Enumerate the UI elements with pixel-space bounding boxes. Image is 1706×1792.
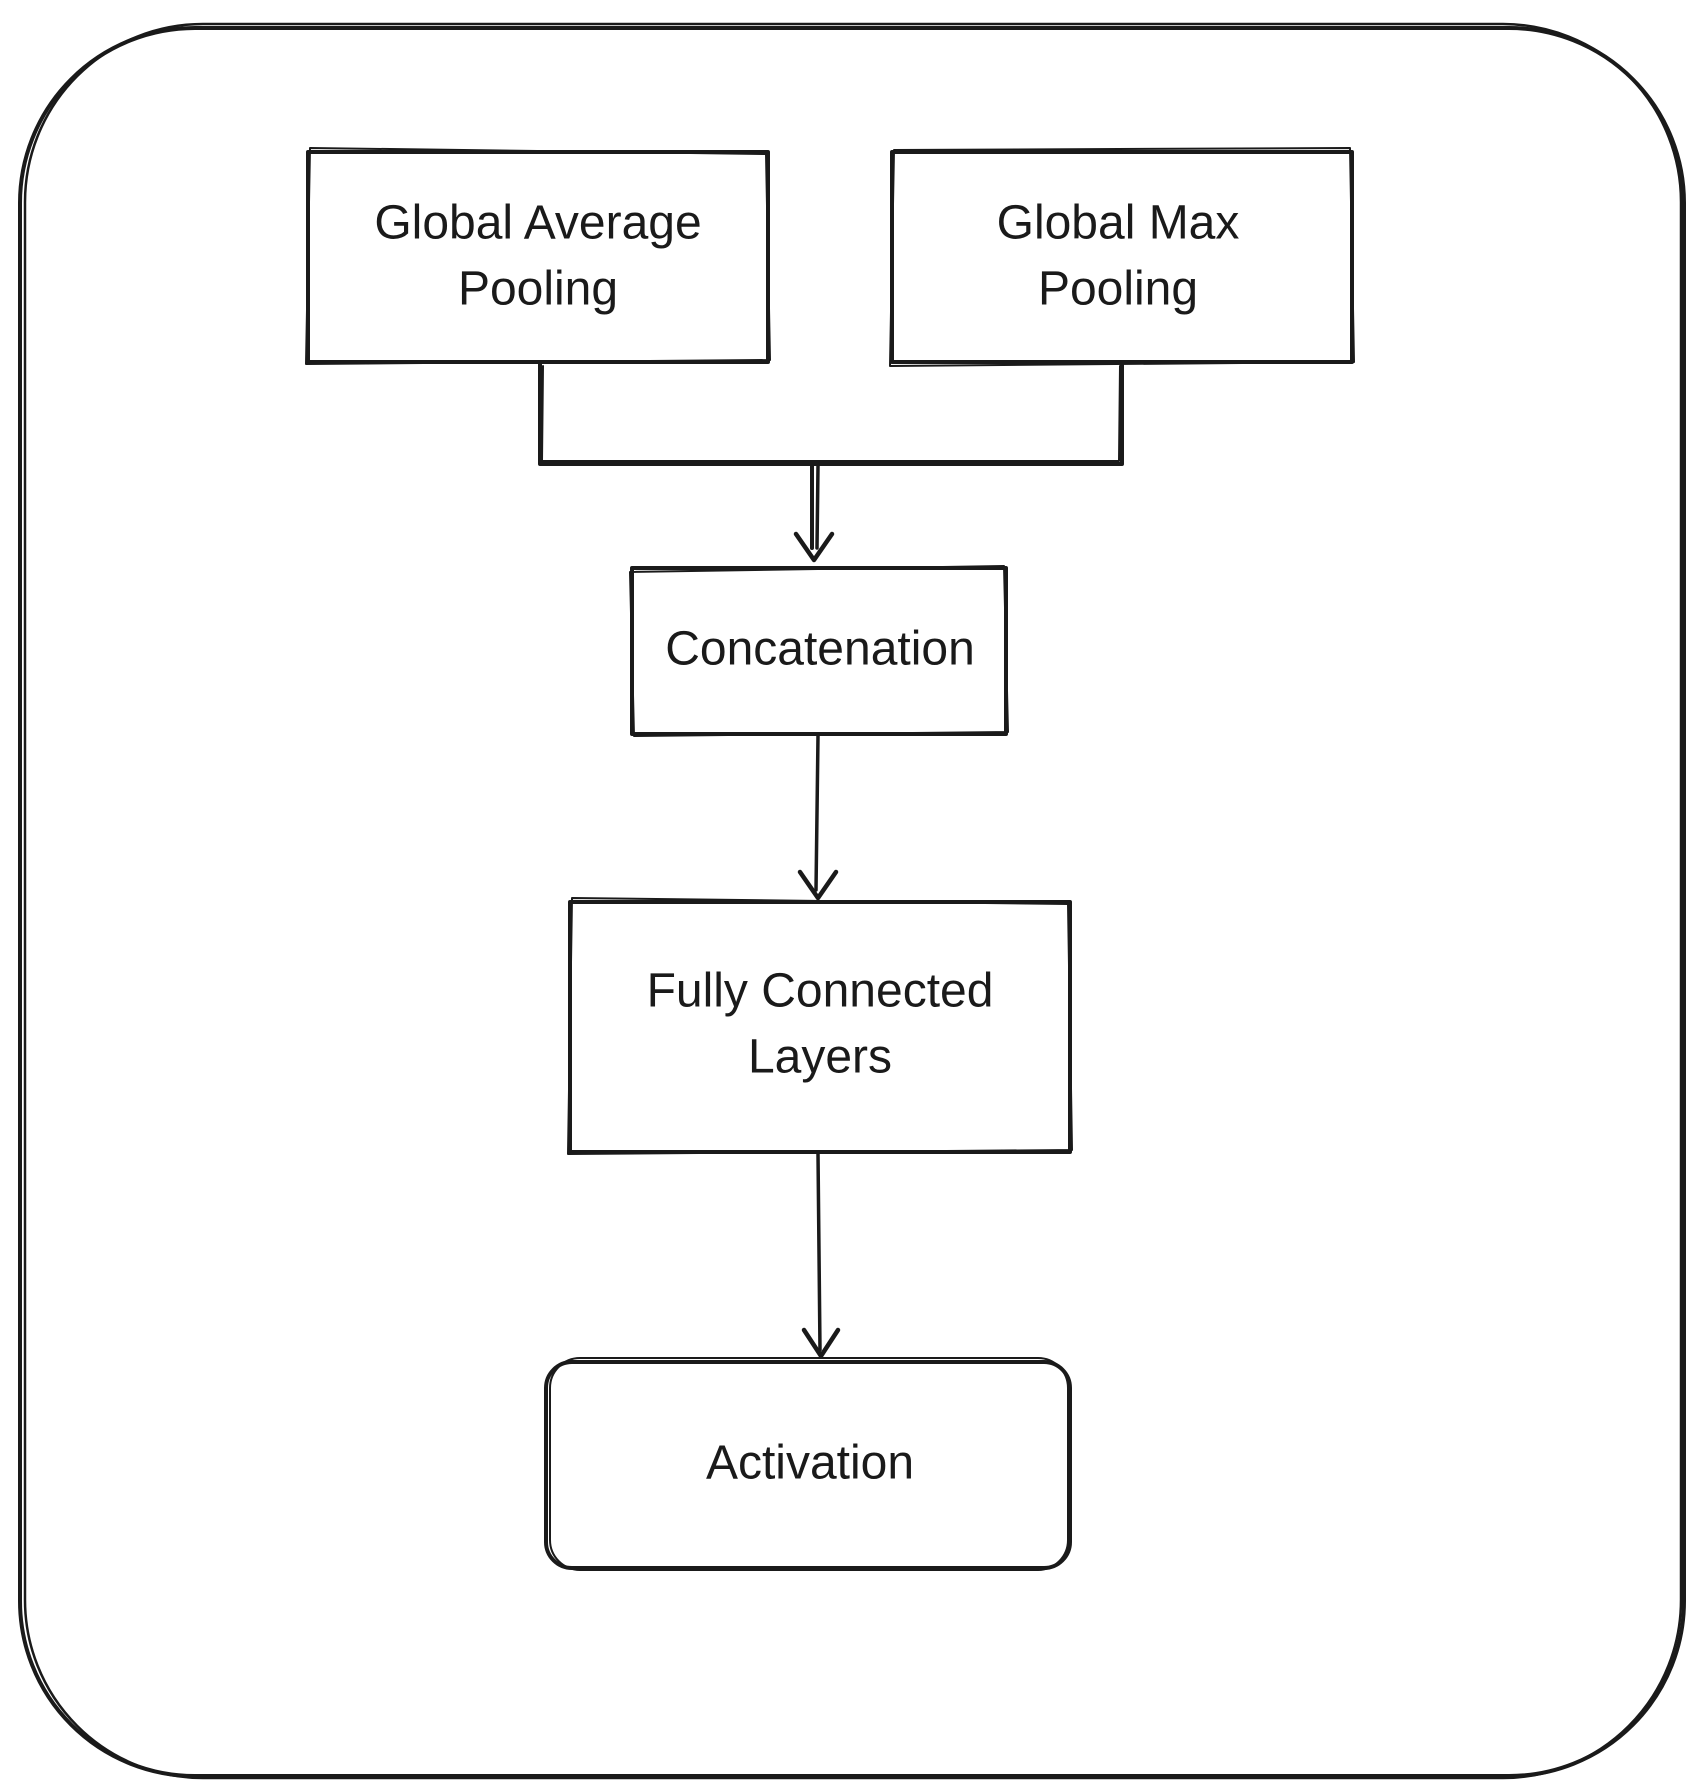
node-label-line: Activation (706, 1437, 914, 1490)
merge-connector (538, 362, 1124, 466)
node-label-line: Fully Connected (647, 965, 994, 1018)
node-label-line: Pooling (458, 263, 618, 316)
node-label-line: Global Average (374, 197, 701, 250)
arrow-fully-connected-to-activation (801, 1152, 841, 1359)
arrow-merge-to-concatenation (793, 462, 835, 563)
node-label-line: Layers (748, 1031, 892, 1084)
arrow-concatenation-to-fully-connected (797, 734, 839, 901)
node-concatenation: Concatenation (629, 565, 1009, 737)
outer-container (18, 22, 1686, 1780)
node-fully-connected-layers: Fully Connected Layers (567, 897, 1073, 1155)
node-label-line: Pooling (1038, 263, 1198, 316)
node-activation: Activation (544, 1357, 1072, 1571)
node-label-line: Concatenation (665, 623, 975, 676)
node-label-line: Global Max (997, 197, 1240, 250)
node-global-max-pooling: Global Max Pooling (889, 147, 1355, 367)
node-global-average-pooling: Global Average Pooling (305, 147, 771, 365)
